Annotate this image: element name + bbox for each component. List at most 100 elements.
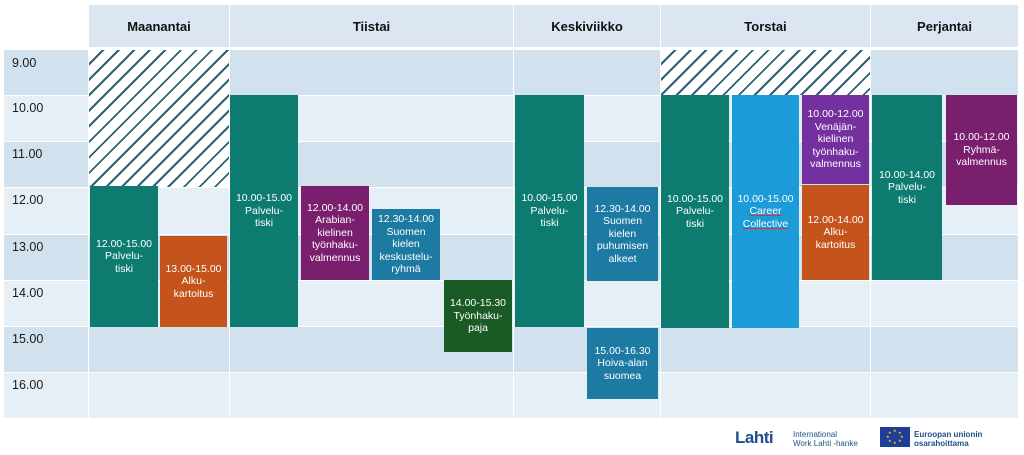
grid-line: [4, 372, 1018, 373]
event-palvelutiski[interactable]: 10.00-15.00 Palvelu- tiski: [661, 95, 729, 328]
hour-label: 16.00: [4, 372, 88, 418]
grid-line: [88, 5, 89, 418]
event-title: työnhaku-: [812, 145, 859, 158]
event-title: Suomen: [386, 225, 426, 238]
hour-label: 15.00: [4, 326, 88, 372]
event-title: Ryhmä-: [963, 143, 1000, 156]
event-ryhmavalmennus[interactable]: 10.00-12.00 Ryhmä- valmennus: [946, 95, 1017, 205]
event-alkukartoitus[interactable]: 12.00-14.00 Alku- kartoitus: [802, 185, 869, 280]
event-time: 12.30-14.00: [377, 213, 435, 226]
event-title: kielinen: [317, 226, 353, 239]
event-title: Palvelu-: [676, 205, 714, 218]
event-title: tiski: [114, 262, 134, 275]
hour-label: 11.00: [4, 141, 88, 187]
event-title: Alku-: [823, 226, 848, 239]
day-header-tuesday: Tiistai: [230, 5, 513, 47]
day-header-thursday: Torstai: [661, 5, 870, 47]
project-line: Work Lahti -hanke: [793, 439, 858, 448]
event-title: kielen: [392, 238, 420, 251]
hour-label: 9.00: [4, 50, 88, 95]
event-time: 10.00-15.00: [666, 192, 724, 205]
event-time: 10.00-12.00: [807, 108, 864, 121]
event-title: paja: [468, 322, 488, 335]
grid-line: [229, 5, 230, 418]
event-title: työnhaku-: [311, 239, 359, 252]
hour-label: 13.00: [4, 234, 88, 280]
day-header-friday: Perjantai: [871, 5, 1018, 47]
event-title: kartoitus: [815, 238, 856, 251]
grid-line: [4, 187, 1018, 188]
event-palvelutiski[interactable]: 10.00-15.00 Palvelu- tiski: [515, 95, 584, 327]
event-time: 10.00-14.00: [878, 168, 936, 181]
day-header-wednesday: Keskiviikko: [514, 5, 660, 47]
event-time: 14.00-15.30: [449, 297, 507, 310]
lahti-logo: Lahti: [735, 428, 774, 447]
event-career-collective[interactable]: 10.00-15.00 Career Collective: [732, 95, 799, 328]
row-band: [88, 372, 1018, 418]
event-title: tiski: [685, 217, 705, 230]
grid-line: [870, 5, 871, 418]
event-title: valmennus: [309, 251, 361, 264]
event-title: keskustelu-: [379, 250, 433, 263]
event-time: 10.00-15.00: [521, 192, 578, 205]
event-suomen-puhumisen-alkeet[interactable]: 12.30-14.00 Suomen kielen puhumisen alke…: [587, 187, 658, 281]
event-title: Career: [749, 205, 782, 218]
event-title: Työnhaku-: [453, 309, 503, 322]
event-title: tiski: [897, 193, 917, 206]
event-title: kartoitus: [173, 287, 214, 300]
event-time: 10.00-15.00: [235, 192, 293, 205]
hour-label: 12.00: [4, 187, 88, 234]
event-title: Arabian-: [315, 214, 355, 227]
event-venajankielinen-valmennus[interactable]: 10.00-12.00 Venäjän- kielinen työnhaku- …: [802, 95, 869, 184]
event-title: kielen: [608, 227, 637, 240]
event-title: Venäjän-: [814, 120, 857, 133]
hour-label: 14.00: [4, 280, 88, 326]
event-time: 12.00-14.00: [807, 213, 864, 226]
event-palvelutiski[interactable]: 10.00-15.00 Palvelu- tiski: [230, 95, 298, 327]
event-time: 15.00-16.30: [594, 344, 651, 357]
event-title: Collective: [742, 217, 789, 230]
eu-flag-icon: ★★ ★★ ★★ ★★: [880, 427, 910, 447]
event-title: Palvelu-: [245, 204, 283, 217]
event-time: 12.30-14.00: [594, 202, 651, 215]
event-hoiva-alan-suomea[interactable]: 15.00-16.30 Hoiva-alan suomea: [587, 328, 658, 399]
event-title: tiski: [540, 217, 559, 230]
eu-line: osarahoittama: [914, 439, 969, 448]
event-title: kielinen: [817, 133, 854, 146]
event-palvelutiski[interactable]: 10.00-14.00 Palvelu- tiski: [872, 95, 942, 280]
event-title: ryhmä: [391, 263, 421, 276]
event-time: 13.00-15.00: [165, 262, 222, 275]
grid-line: [660, 5, 661, 418]
event-title: valmennus: [956, 156, 1007, 169]
event-title: valmennus: [810, 158, 861, 171]
closed-hatch-thursday: [661, 50, 870, 95]
grid-line: [513, 5, 514, 418]
event-title: tiski: [254, 217, 274, 230]
row-band: [88, 326, 1018, 372]
event-title: puhumisen: [596, 240, 649, 253]
eu-line: Euroopan unionin: [914, 430, 983, 439]
event-tyonhakupaja[interactable]: 14.00-15.30 Työnhaku- paja: [444, 280, 512, 352]
event-alkukartoitus[interactable]: 13.00-15.00 Alku- kartoitus: [160, 236, 227, 327]
event-suomen-keskusteluryhma[interactable]: 12.30-14.00 Suomen kielen keskustelu- ry…: [372, 209, 440, 280]
event-title: Palvelu-: [530, 204, 569, 217]
day-header-monday: Maanantai: [89, 5, 229, 47]
event-time: 10.00-15.00: [737, 192, 794, 205]
project-name: International Work Lahti -hanke: [793, 430, 858, 448]
hour-label: 10.00: [4, 95, 88, 141]
grid-line: [4, 141, 1018, 142]
event-title: Palvelu-: [888, 181, 926, 194]
grid-line: [4, 234, 1018, 235]
event-title: Palvelu-: [105, 250, 143, 263]
event-title: alkeet: [608, 252, 637, 265]
event-arabiankielinen-valmennus[interactable]: 12.00-14.00 Arabian- kielinen työnhaku- …: [301, 186, 369, 280]
event-time: 10.00-12.00: [953, 131, 1010, 144]
event-time: 12.00-15.00: [95, 237, 153, 250]
closed-hatch-monday: [89, 50, 229, 187]
grid-line: [4, 95, 1018, 96]
event-title: Alku-: [181, 275, 206, 288]
event-palvelutiski[interactable]: 12.00-15.00 Palvelu- tiski: [90, 186, 158, 327]
event-time: 12.00-14.00: [306, 201, 364, 214]
eu-funding-text: Euroopan unionin osarahoittama: [914, 430, 982, 448]
event-title: suomea: [603, 369, 642, 382]
